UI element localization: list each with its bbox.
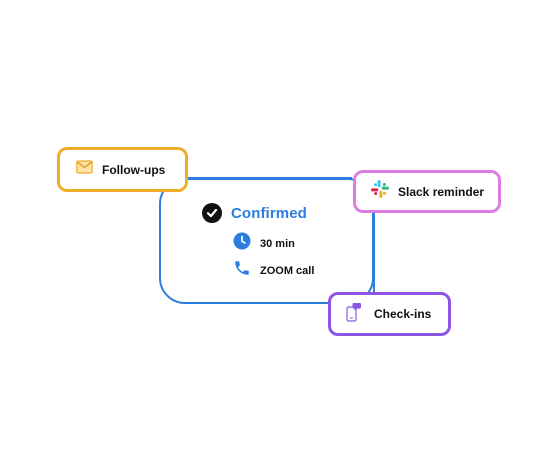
phone-icon [233,259,251,282]
slack-reminder-label: Slack reminder [398,184,485,199]
checkins-label: Check-ins [374,307,432,321]
envelope-icon [76,160,93,179]
tag-slack-reminder: Slack reminder [353,170,501,213]
status-row: Confirmed [202,203,307,223]
confirmation-card [159,178,374,304]
meeting-label: ZOOM call [260,264,315,277]
tag-checkins: Check-ins [328,292,451,336]
meeting-row: ZOOM call [233,259,314,282]
duration-label: 30 min [260,237,295,250]
phone-message-icon [346,302,362,327]
clock-icon [233,232,251,255]
followups-label: Follow-ups [102,162,166,177]
check-circle-icon [202,203,222,223]
duration-row: 30 min [233,232,295,255]
tag-followups: Follow-ups [57,147,188,192]
status-label: Confirmed [231,204,307,222]
slack-logo-icon [370,179,390,204]
